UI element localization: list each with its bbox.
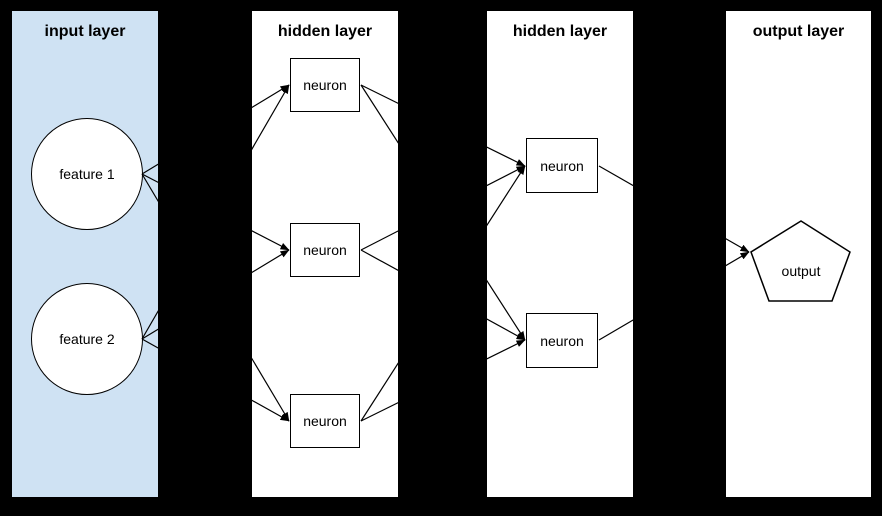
pentagon-icon xyxy=(750,220,851,302)
output-layer-title: output layer xyxy=(752,23,845,40)
node-hidden1-neuron-3: neuron xyxy=(290,394,360,448)
hidden-layer-2-title: hidden layer xyxy=(512,23,608,40)
node-feature-1: feature 1 xyxy=(31,118,143,230)
node-output xyxy=(750,220,851,302)
node-hidden2-neuron-2: neuron xyxy=(526,313,598,368)
node-hidden1-neuron-3-label: neuron xyxy=(303,413,347,429)
node-hidden2-neuron-1-label: neuron xyxy=(540,157,584,174)
node-hidden1-neuron-2: neuron xyxy=(290,223,360,277)
node-hidden2-neuron-2-label: neuron xyxy=(540,332,584,349)
input-layer-title: input layer xyxy=(44,23,126,40)
node-hidden1-neuron-2-label: neuron xyxy=(303,242,347,258)
node-feature-2: feature 2 xyxy=(31,283,143,395)
hidden-layer-1-title: hidden layer xyxy=(277,23,373,40)
panel-hidden-layer-2: hidden layer xyxy=(487,11,633,497)
node-hidden1-neuron-1-label: neuron xyxy=(303,77,347,93)
node-output-label: output xyxy=(781,263,821,279)
node-feature-2-label: feature 2 xyxy=(59,331,115,347)
node-feature-1-label: feature 1 xyxy=(59,166,115,182)
node-hidden1-neuron-1: neuron xyxy=(290,58,360,112)
node-output-label-box: output xyxy=(744,214,858,308)
panel-input-layer: input layer xyxy=(12,11,158,497)
node-hidden2-neuron-1: neuron xyxy=(526,138,598,193)
